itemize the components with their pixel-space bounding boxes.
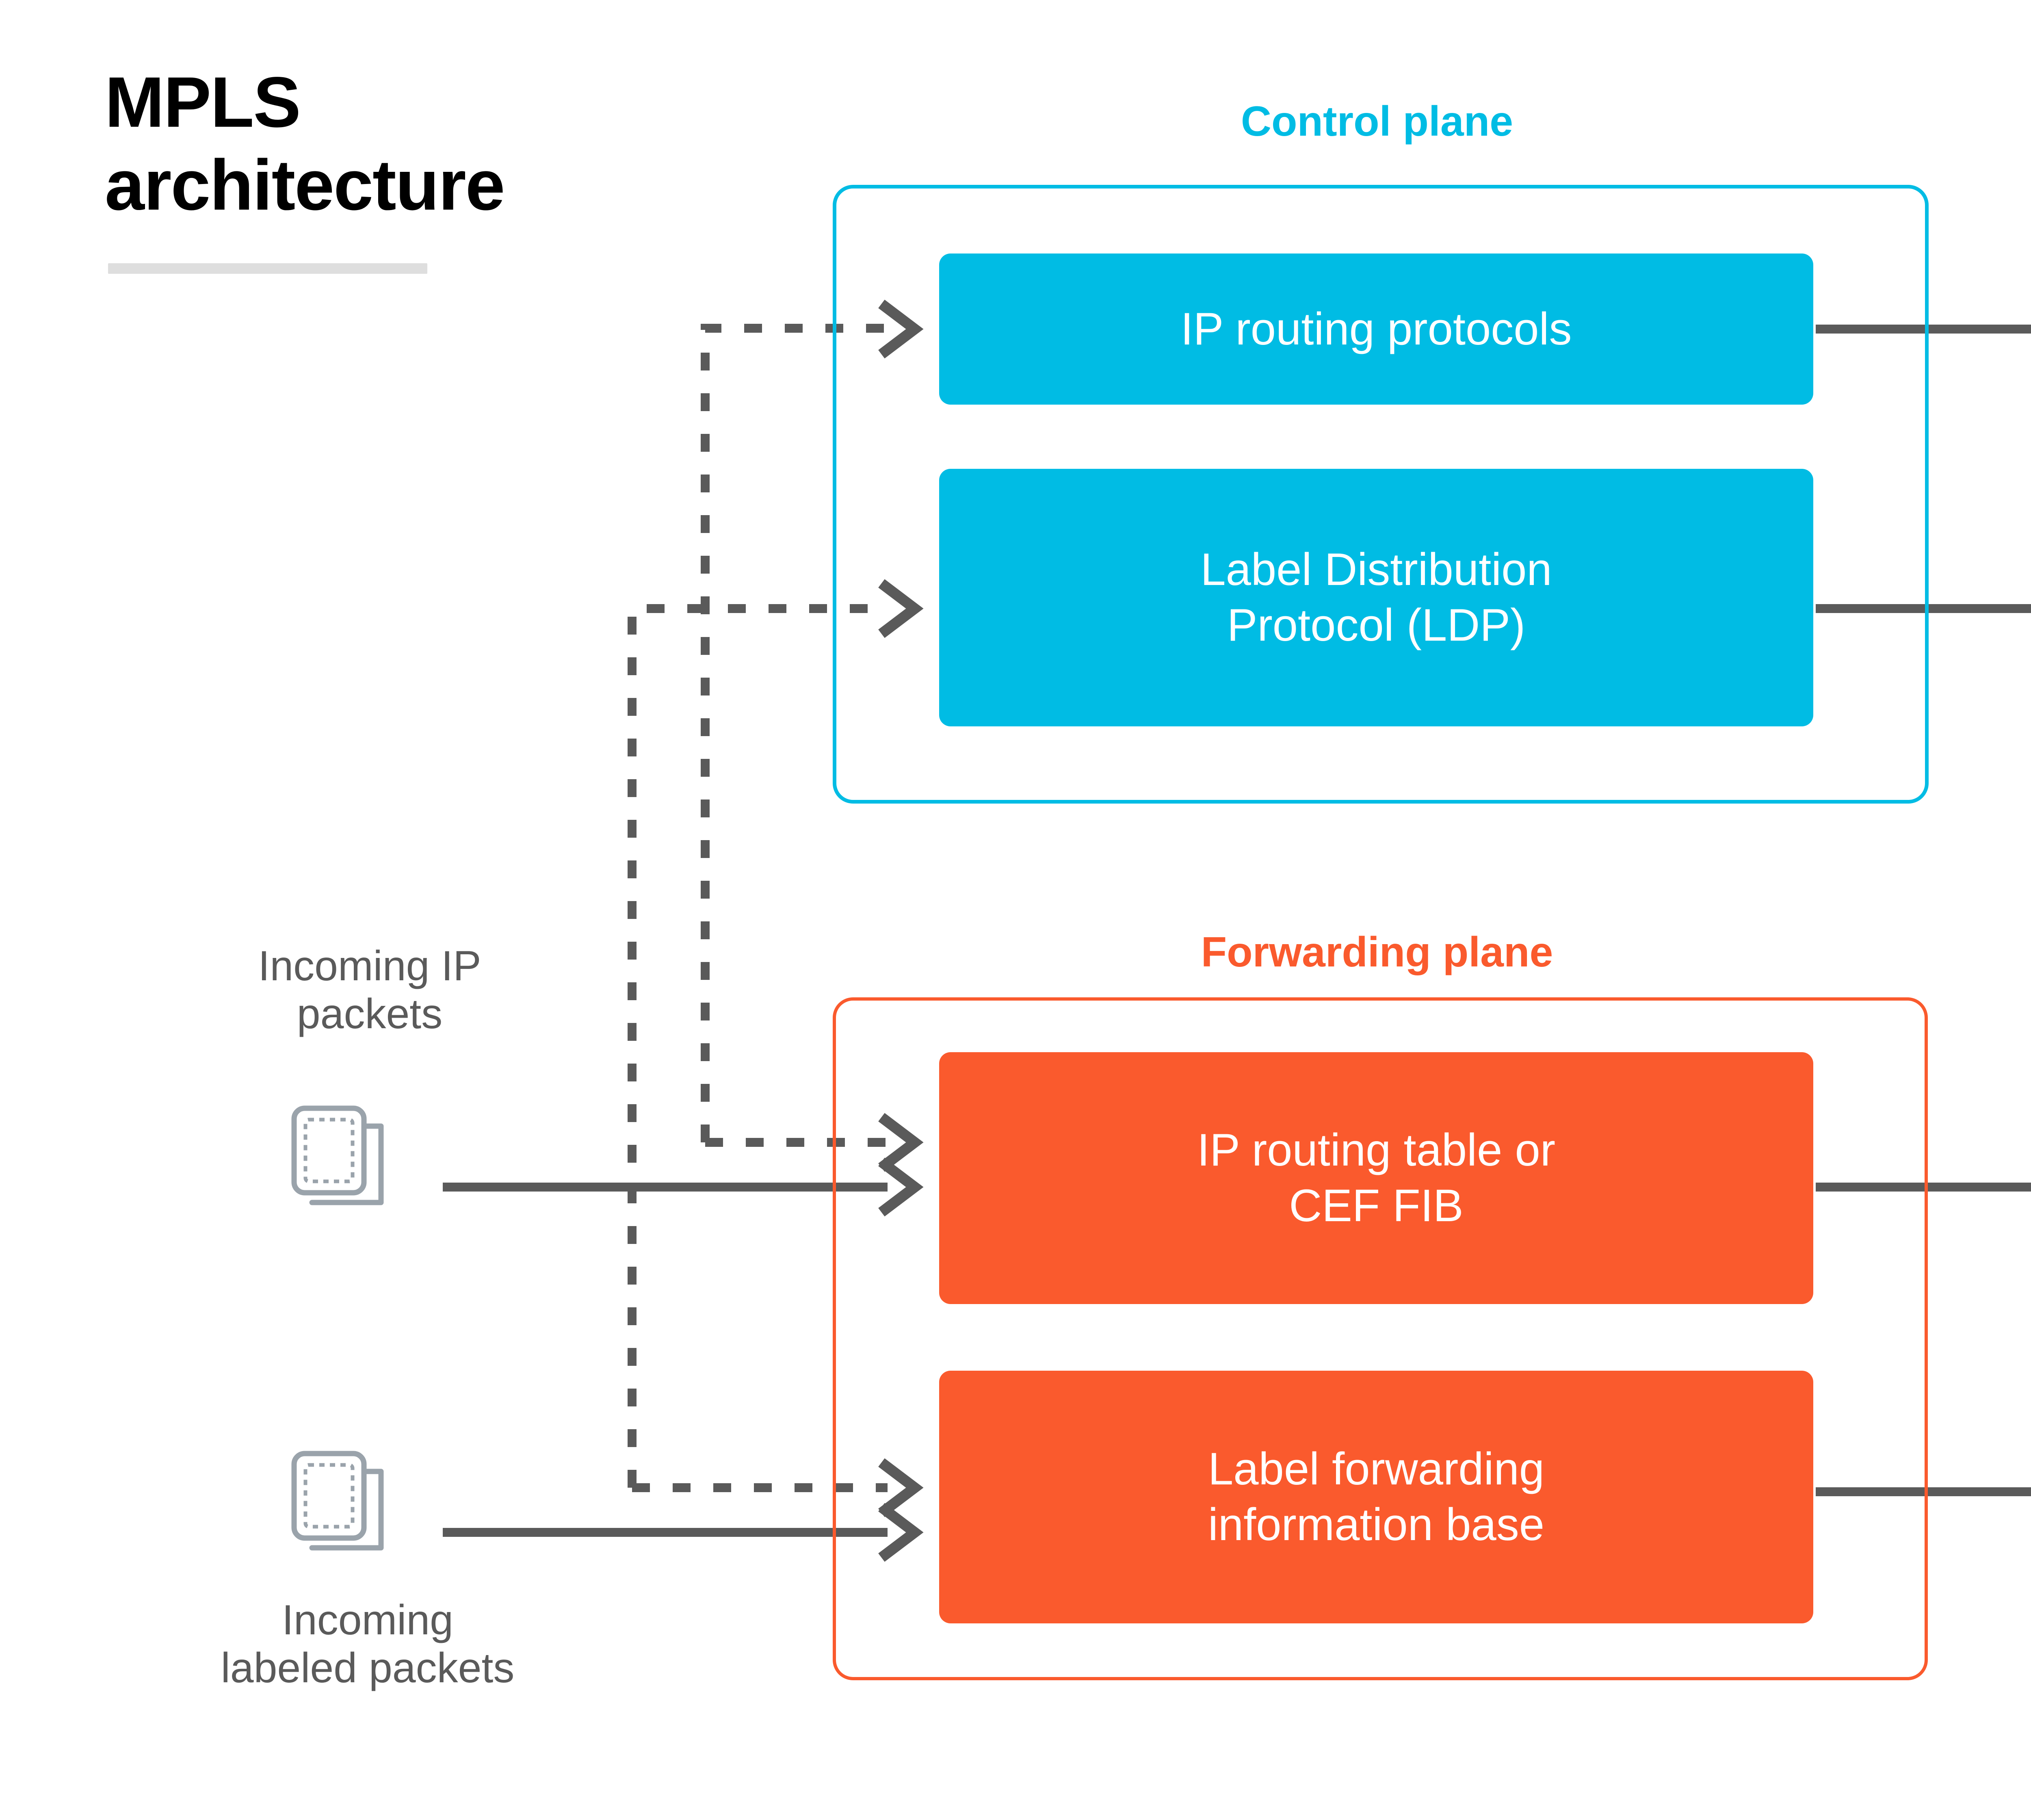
caption-incoming-labeled-packets: Incoming labeled packets <box>221 1597 515 1692</box>
connector-lfib-to-ldp <box>628 604 888 1488</box>
arrowhead-dotted-into-lfib <box>878 1458 924 1517</box>
control-plane-container <box>833 185 1929 804</box>
page-title: MPLS architecture <box>105 63 505 225</box>
packet-stack-icon <box>291 1105 384 1205</box>
arrowhead-dotted-into-routing-table <box>878 1113 924 1172</box>
forwarding-plane-container <box>833 997 1928 1680</box>
arrowhead-into-ldp <box>878 579 924 638</box>
arrowhead-into-routing-protocols <box>878 299 924 359</box>
control-plane-heading: Control plane <box>1241 98 1514 145</box>
forwarding-plane-heading: Forwarding plane <box>1201 929 1553 976</box>
caption-incoming-ip-packets: Incoming IP packets <box>258 942 481 1038</box>
title-block: MPLS architecture <box>105 61 673 227</box>
arrowhead-incoming-labeled <box>878 1503 924 1562</box>
arrowheads <box>878 299 924 1562</box>
block-label-distribution-protocol[interactable]: Label Distribution Protocol (LDP) <box>939 469 1813 726</box>
packet-stack-icon <box>291 1451 384 1551</box>
block-label-forwarding-information-base[interactable]: Label forwarding information base <box>939 1371 1813 1623</box>
block-ip-routing-table-or-cef-fib[interactable]: IP routing table or CEF FIB <box>939 1052 1813 1304</box>
block-ip-routing-protocols[interactable]: IP routing protocols <box>939 254 1813 405</box>
title-divider <box>108 263 427 274</box>
arrowhead-incoming-ip <box>878 1157 924 1217</box>
connector-routing-table-to-routing-protocols <box>701 324 888 1142</box>
